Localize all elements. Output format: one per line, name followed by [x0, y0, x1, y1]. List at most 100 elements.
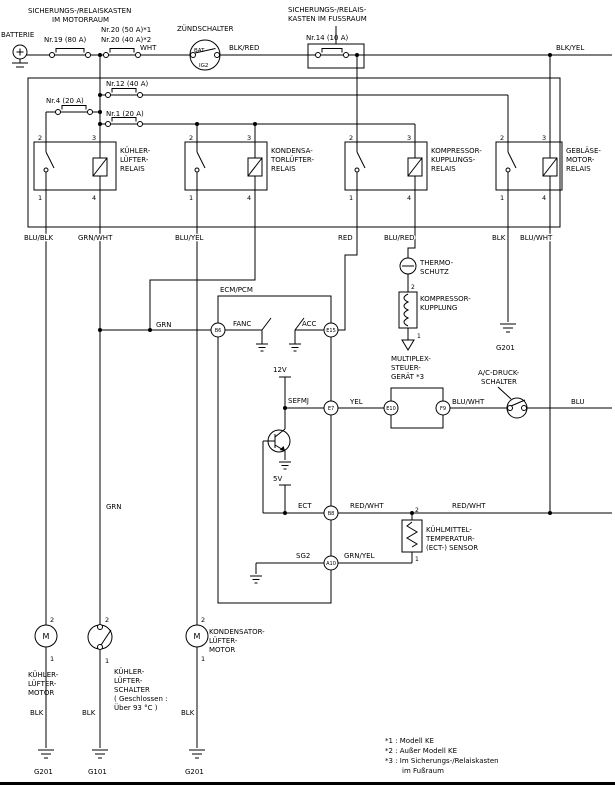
motor1-pin2-number: 2: [50, 616, 54, 624]
engine-box-title-line1: SICHERUNGS-/RELAISKASTEN: [28, 7, 131, 15]
column-wiring: [45, 190, 551, 625]
yel-wire-label: YEL: [349, 398, 363, 406]
sensor-pin1-number: 1: [415, 556, 419, 563]
relay1-name-line2: LÜFTER-: [120, 155, 149, 164]
relay3-pin2-number: 2: [349, 134, 353, 142]
relay1-pin4-number: 4: [92, 194, 96, 202]
relay2-pin4-number: 4: [247, 194, 251, 202]
grn-wht-wire-label: GRN/WHT: [78, 234, 113, 242]
footnote-1: *1 : Modell KE: [385, 737, 434, 745]
ignition-switch-symbol: [189, 39, 221, 71]
acc-label: ACC: [302, 320, 317, 328]
blu-wht-wire-label-2: BLU/WHT: [452, 398, 485, 406]
footwell-box-title-line1: SICHERUNGS-/RELAIS-: [288, 6, 367, 14]
clutch-label-line1: KOMPRESSOR-: [420, 295, 471, 303]
blu-wht-wire-label-1: BLU/WHT: [520, 234, 553, 242]
grn-yel-wire-label: GRN/YEL: [344, 552, 375, 560]
motor2-pin1-number: 1: [201, 655, 205, 663]
fuse-12-symbol: [105, 88, 143, 98]
grn-wire-label-1: GRN: [156, 321, 172, 329]
ecm-pin-connectors: [210, 322, 339, 571]
relay3-name-line1: KOMPRESSOR-: [431, 147, 482, 155]
footnote-2: *2 : Außer Modell KE: [385, 747, 457, 755]
ecm-internal-wiring: [225, 317, 324, 584]
sefmj-label: SEFMJ: [288, 397, 309, 405]
relay2-name-line2: TORLÜFTER-: [270, 155, 315, 164]
clutch-label-line2: KUPPLUNG: [420, 304, 457, 312]
relay-1-symbol: [33, 141, 117, 191]
ground-label-g201-blower: G201: [496, 344, 515, 352]
relay4-pin1-number: 1: [500, 194, 504, 202]
relay3-pin1-number: 1: [349, 194, 353, 202]
relay4-pin2-number: 2: [500, 134, 504, 142]
ect-label: ECT: [298, 502, 312, 510]
fan-switch-label-line5: Über 93 °C ): [114, 703, 158, 712]
ig2-terminal-label: IG2: [199, 63, 208, 69]
footwell-fusebox-symbol: [307, 43, 365, 69]
wht-wire-label: WHT: [140, 44, 157, 52]
clutch-pin2-number: 2: [411, 284, 415, 291]
fanc-label: FANC: [233, 320, 251, 328]
ecm-title: ECM/PCM: [220, 286, 253, 294]
switch-pin2-number: 2: [105, 616, 109, 624]
relay4-name-line1: GEBLÄSE-: [566, 146, 601, 155]
relay1-name-line3: RELAIS: [120, 165, 145, 173]
fan-motor-label-line2: LÜFTER-: [28, 679, 57, 688]
blk-wire-label-3: BLK: [82, 709, 96, 717]
fan-motor-label-line3: MOTOR: [28, 689, 54, 697]
relay1-pin1-number: 1: [38, 194, 42, 202]
fuse20a-label: Nr.20 (50 A)*1: [101, 26, 151, 34]
engine-box-title-line2: IM MOTORRAUM: [52, 16, 109, 24]
motor2-m-label: M: [194, 632, 201, 641]
relay2-name-line1: KONDENSA-: [271, 147, 313, 155]
pin-a10-label: A10: [326, 561, 336, 567]
blu-wire-label: BLU: [571, 398, 584, 406]
footnote-3b: im Fußraum: [402, 767, 444, 775]
relay4-pin3-number: 3: [542, 134, 546, 142]
relay3-pin4-number: 4: [407, 194, 411, 202]
grn-wire-label-2: GRN: [106, 503, 122, 511]
relay-3-symbol: [344, 141, 428, 191]
relay2-pin1-number: 1: [189, 194, 193, 202]
relay-4-symbol: [495, 141, 563, 191]
condenser-fan-motor-icon: [185, 624, 209, 759]
relay2-pin3-number: 3: [247, 134, 251, 142]
multiplex-label-line1: MULTIPLEX-: [391, 355, 431, 363]
pin-e10-label: E10: [386, 406, 396, 412]
ac-switch-label-line1: A/C-DRUCK-: [478, 369, 520, 377]
multiplex-unit-box: [383, 387, 451, 429]
red-wire-label: RED: [338, 234, 353, 242]
blk-wire-label-2: BLK: [30, 709, 44, 717]
v12-label: 12V: [273, 366, 287, 374]
page-bottom-border: [0, 782, 615, 785]
ect-sensor-icon: [338, 512, 612, 564]
cond-motor-label-line3: MOTOR: [209, 646, 235, 654]
relay4-name-line2: MOTOR-: [566, 156, 595, 164]
transistor-icon: [267, 428, 291, 470]
pin-e7-label: E7: [328, 406, 334, 412]
radiator-fan-motor-icon: [34, 624, 58, 759]
multiplex-label-line3: GERÄT *3: [391, 372, 424, 381]
ecm-box: [217, 295, 332, 604]
fuse1-label: Nr.1 (20 A): [106, 110, 144, 118]
thermo-label-line2: SCHUTZ: [420, 268, 449, 276]
fuse-1-symbol: [105, 117, 143, 127]
motor1-m-label: M: [43, 632, 50, 641]
engine-fusebox-outline: [27, 77, 561, 228]
thermo-protector-icon: [399, 257, 417, 292]
footwell-box-title-line2: KASTEN IM FUSSRAUM: [288, 15, 367, 23]
pin-f9-label: F9: [440, 406, 446, 412]
ground-label-g201-motor2: G201: [185, 768, 204, 776]
battery-symbol: [12, 44, 28, 68]
clutch-pin1-number: 1: [417, 333, 421, 340]
fuse12-label: Nr.12 (40 A): [106, 80, 148, 88]
ground-icon-blower: [500, 323, 516, 333]
blu-red-wire-label: BLU/RED: [384, 234, 415, 242]
ground-label-g201-motor1: G201: [34, 768, 53, 776]
ect-sensor-label-line1: KÜHLMITTEL-: [426, 525, 472, 534]
fuse14-label: Nr.14 (10 A): [306, 34, 348, 42]
fuse-20-symbol: [103, 48, 141, 58]
compressor-clutch-icon: [398, 291, 418, 351]
blk-wire-label-1: BLK: [492, 234, 506, 242]
